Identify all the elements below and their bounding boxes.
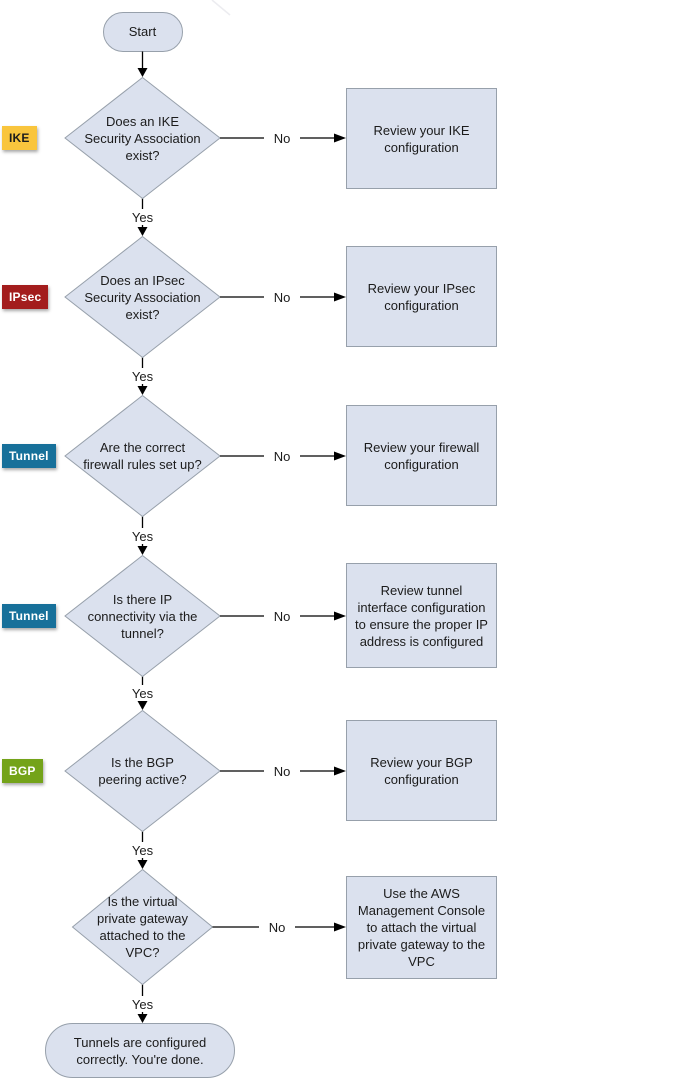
badge-ike: IKE [2,126,37,150]
action-attach-vgw: Use the AWS Management Console to attach… [357,886,486,969]
arrowhead-right-6 [334,922,346,932]
yes-label-3: Yes [122,528,163,544]
artifact-line [211,0,231,16]
action-2-shape [346,246,497,347]
diamond-6-shape [71,868,214,986]
action-review-tunnel-interface: Review tunnel interface configuration to… [355,582,488,649]
action-review-bgp: Review your BGP configuration [370,754,473,787]
badge-tunnel-1: Tunnel [2,444,56,468]
arrowhead-down-4 [137,546,148,555]
action-4-shape [346,563,497,668]
diamond-4-shape [64,554,221,678]
decision-vgw-question: Is the virtual private gateway attached … [96,894,189,960]
no-label-1: No [264,130,300,146]
arrowhead-down-3 [137,386,148,395]
arrowhead-down-1 [137,68,148,77]
action-review-ipsec: Review your IPsec configuration [367,280,476,313]
decision-bgp-question: Is the BGP peering active? [98,755,187,787]
arrowhead-right-2 [334,292,346,302]
diamond-2-shape [64,235,221,359]
action-6-shape [346,876,497,979]
no-label-2: No [264,289,300,305]
no-label-6: No [259,919,295,935]
decision-firewall-question: Are the correct firewall rules set up? [83,440,202,472]
badge-ipsec: IPsec [2,285,49,309]
badge-bgp: BGP [2,759,43,783]
no-label-4: No [264,608,300,624]
yes-label-1: Yes [122,209,163,225]
arrowhead-down-6 [137,860,148,869]
action-5-shape [346,720,497,821]
action-review-firewall: Review your firewall configuration [363,439,480,472]
start-node-label: Start [128,24,157,39]
decision-ike-question: Does an IKE Security Association exist? [84,113,201,163]
end-node-shape [45,1023,235,1078]
no-label-3: No [264,448,300,464]
arrowhead-down-7 [137,1014,148,1023]
yes-label-2: Yes [122,368,163,384]
decision-ip-connectivity-question: Is there IP connectivity via the tunnel? [87,591,198,641]
arrowhead-right-4 [334,611,346,621]
badge-tunnel-2: Tunnel [2,604,56,628]
yes-label-5: Yes [122,842,163,858]
yes-label-6: Yes [122,996,163,1012]
arrowhead-right-5 [334,766,346,776]
action-1-shape [346,88,497,189]
arrowhead-right-1 [334,133,346,143]
diamond-5-shape [64,709,221,833]
arrowhead-down-2 [137,227,148,236]
end-node-label: Tunnels are configured correctly. You're… [73,1034,207,1067]
decision-ipsec-question: Does an IPsec Security Association exist… [84,272,201,322]
diamond-3-shape [64,394,221,518]
arrowhead-down-5 [137,701,148,710]
diamond-1-shape [64,76,221,200]
yes-label-4: Yes [122,685,163,701]
no-label-5: No [264,763,300,779]
arrowhead-right-3 [334,451,346,461]
action-3-shape [346,405,497,506]
action-review-ike: Review your IKE configuration [373,122,470,155]
